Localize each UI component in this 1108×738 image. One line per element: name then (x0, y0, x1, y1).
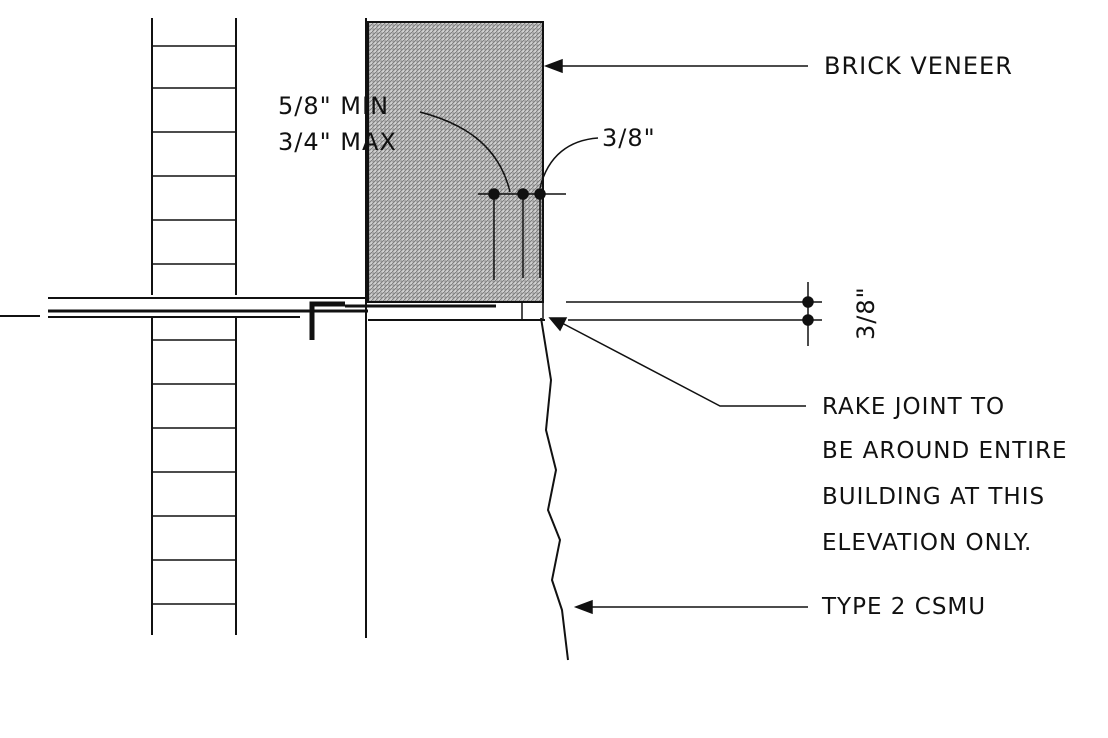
gap-min-label: 5/8" MIN (278, 92, 390, 120)
brick-veneer-label: BRICK VENEER (824, 52, 1013, 80)
gap-max-label: 3/4" MAX (278, 128, 397, 156)
dim-dot (802, 296, 814, 308)
left-wall-courses (152, 45, 236, 605)
rake-dimension-label: 3/8" (852, 286, 880, 340)
rake-dimension (566, 282, 822, 346)
dim-dot (802, 314, 814, 326)
rake-joint-label-line3: BUILDING AT THIS (822, 484, 1046, 510)
gap-leaders (419, 111, 599, 193)
dim-dot (534, 188, 546, 200)
csmu-leader (573, 599, 808, 615)
rake-joint-label-line2: BE AROUND ENTIRE (822, 438, 1068, 464)
csmu-label: TYPE 2 CSMU (822, 594, 987, 620)
left-wall (151, 18, 237, 635)
rake-joint-leader (548, 317, 806, 407)
gap-dimension (478, 188, 566, 280)
brick-veneer-block (367, 21, 544, 303)
joint-marks (521, 302, 544, 320)
slab-lines (0, 297, 545, 340)
top-gap-dimension-label: 3/8" (602, 124, 656, 152)
csmu-break-line (540, 317, 569, 661)
dim-dot (488, 188, 500, 200)
brick-veneer-leader (543, 58, 808, 74)
dim-dot (517, 188, 529, 200)
rake-joint-label-line1: RAKE JOINT TO (822, 394, 1006, 420)
rake-joint-label-line4: ELEVATION ONLY. (822, 530, 1033, 556)
